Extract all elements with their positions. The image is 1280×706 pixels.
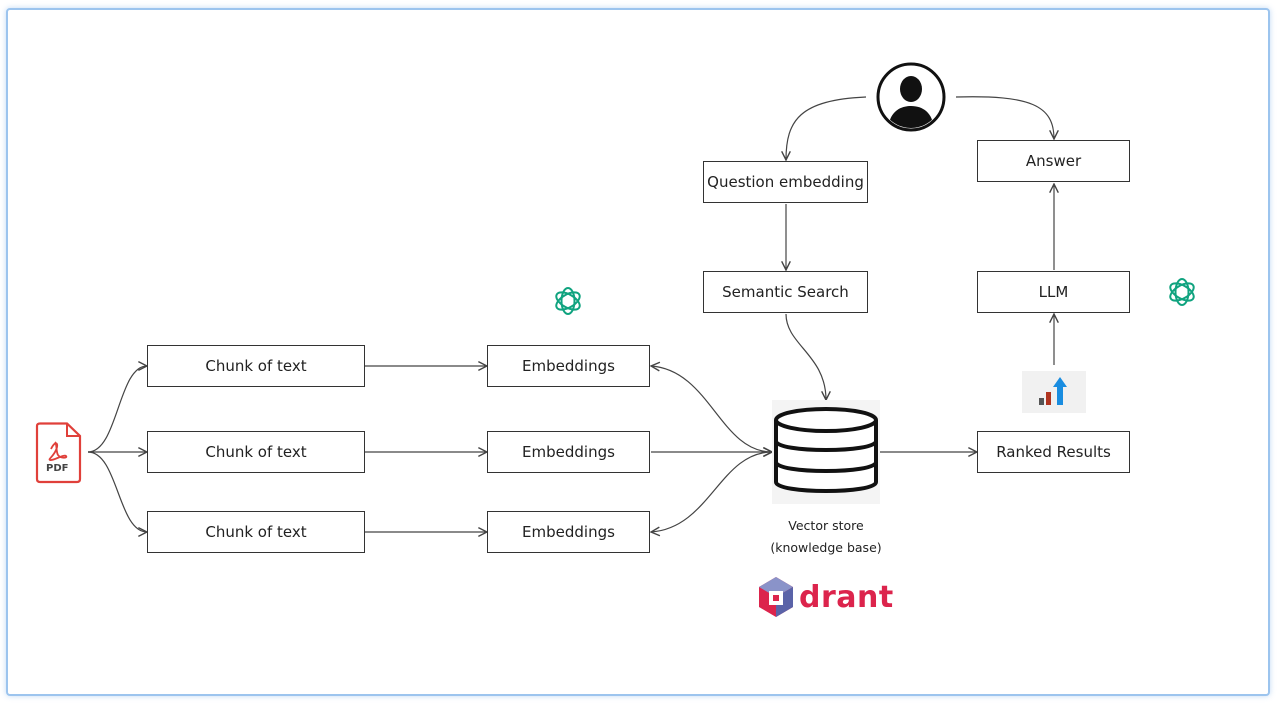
openai-logo-icon xyxy=(1169,278,1195,306)
edge-pdf-chunk-3 xyxy=(87,451,147,532)
embeddings-2: Embeddings xyxy=(487,431,650,473)
llm-label: LLM xyxy=(1038,283,1069,301)
edge-user-question xyxy=(786,96,867,160)
chunk-of-text-2: Chunk of text xyxy=(147,431,365,473)
chunk-label: Chunk of text xyxy=(205,357,307,375)
chunk-label: Chunk of text xyxy=(205,523,307,541)
semantic-search-node: Semantic Search xyxy=(703,271,868,313)
semantic-search-label: Semantic Search xyxy=(722,283,849,301)
llm-node: LLM xyxy=(977,271,1130,313)
edge-user-answer xyxy=(955,96,1054,139)
question-embedding-node: Question embedding xyxy=(703,161,868,203)
pdf-file-icon xyxy=(35,422,82,484)
user-avatar-icon xyxy=(876,62,946,132)
embeddings-3: Embeddings xyxy=(487,511,650,553)
qdrant-logo-icon xyxy=(759,577,793,617)
embeddings-label: Embeddings xyxy=(522,443,615,461)
chunk-label: Chunk of text xyxy=(205,443,307,461)
database-icon xyxy=(772,400,880,504)
edge-emb-store-3 xyxy=(651,452,772,532)
answer-label: Answer xyxy=(1025,152,1082,170)
chunk-of-text-1: Chunk of text xyxy=(147,345,365,387)
vector-store-caption: Vector store (knowledge base) xyxy=(752,515,900,559)
bar-chart-icon xyxy=(1022,371,1086,413)
answer-node: Answer xyxy=(977,140,1130,182)
embeddings-label: Embeddings xyxy=(522,523,615,541)
vector-store-subtitle: (knowledge base) xyxy=(770,540,882,555)
edge-search-store xyxy=(785,313,826,400)
openai-logo-icon xyxy=(555,287,581,315)
embeddings-1: Embeddings xyxy=(487,345,650,387)
pdf-label: PDF xyxy=(46,463,69,474)
embeddings-label: Embeddings xyxy=(522,357,615,375)
vector-store-title: Vector store xyxy=(788,518,864,533)
chunk-of-text-3: Chunk of text xyxy=(147,511,365,553)
question-embedding-label: Question embedding xyxy=(707,173,864,191)
edge-emb-store-1 xyxy=(651,366,772,452)
edge-pdf-chunk-1 xyxy=(87,366,147,453)
qdrant-wordmark: drant xyxy=(799,580,894,615)
ranked-results-node: Ranked Results xyxy=(977,431,1130,473)
ranked-results-label: Ranked Results xyxy=(996,443,1111,461)
